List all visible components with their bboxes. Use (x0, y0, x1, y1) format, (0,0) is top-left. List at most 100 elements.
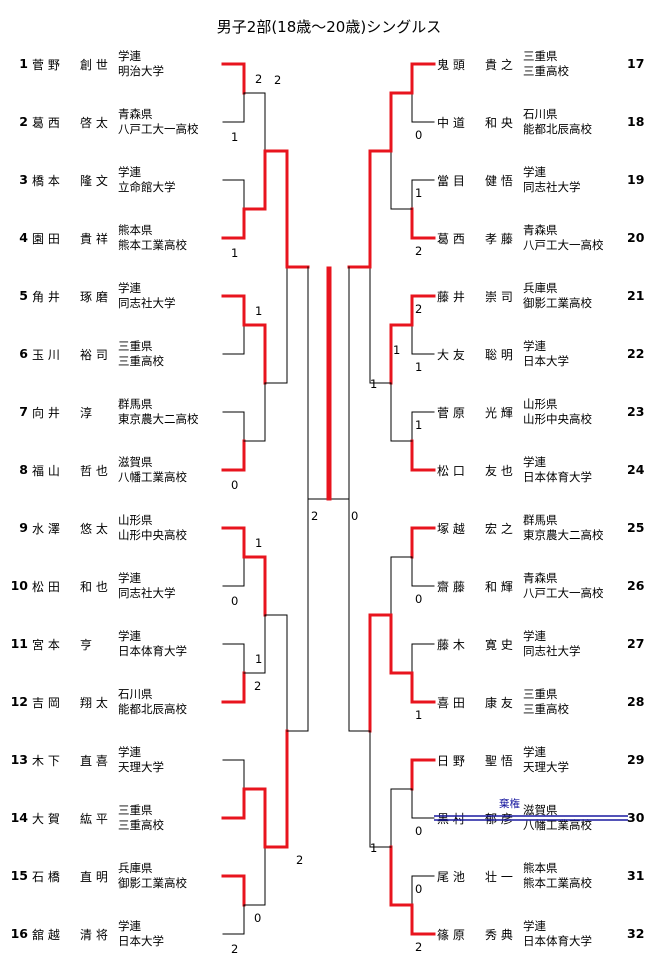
player-affiliation-region: 学連 (118, 745, 141, 759)
player-given-name: 琢 磨 (80, 290, 108, 304)
player-family-name: 大 友 (437, 348, 465, 362)
player-affiliation-region: 学連 (523, 165, 546, 179)
player-family-name: 日 野 (437, 754, 465, 768)
player-given-name: 寛 史 (485, 638, 513, 652)
seed-number: 18 (627, 114, 645, 129)
seed-number: 32 (627, 926, 645, 941)
player-affiliation-region: 学連 (118, 49, 141, 63)
seed-number: 25 (627, 520, 645, 535)
player-affiliation-school: 同志社大学 (118, 296, 176, 310)
seed-number: 8 (19, 462, 28, 477)
seed-number: 15 (10, 868, 28, 883)
match-score: 1 (370, 377, 378, 391)
player-family-name: 齋 藤 (437, 580, 465, 594)
player-family-name: 福 山 (32, 464, 60, 478)
player-given-name: 和 也 (80, 580, 108, 594)
player-family-name: 吉 岡 (32, 696, 60, 710)
player-family-name: 葛 西 (437, 232, 465, 246)
player-affiliation-region: 学連 (523, 745, 546, 759)
player-affiliation-region: 青森県 (523, 223, 558, 237)
player-affiliation-region: 熊本県 (523, 861, 558, 875)
player-affiliation-school: 日本大学 (523, 354, 569, 368)
seed-number: 19 (627, 172, 645, 187)
seed-number: 30 (627, 810, 645, 825)
player-affiliation-region: 学連 (523, 455, 546, 469)
seed-number: 31 (627, 868, 645, 883)
player-affiliation-school: 熊本工業高校 (523, 876, 592, 890)
seed-number: 24 (627, 462, 645, 477)
player-affiliation-region: 滋賀県 (523, 803, 558, 817)
player-affiliation-school: 三重高校 (523, 64, 569, 78)
player-affiliation-region: 石川県 (118, 687, 153, 701)
player-affiliation-school: 御影工業高校 (523, 296, 592, 310)
match-score: 2 (415, 302, 423, 316)
player-affiliation-region: 石川県 (523, 107, 558, 121)
player-given-name: 翔 太 (80, 696, 108, 710)
player-affiliation-region: 山形県 (118, 513, 153, 527)
player-family-name: 橋 本 (32, 174, 60, 188)
player-family-name: 水 澤 (32, 522, 60, 536)
player-given-name: 友 也 (485, 464, 513, 478)
match-score: 1 (231, 130, 239, 144)
seed-number: 5 (19, 288, 28, 303)
player-family-name: 菅 原 (437, 406, 465, 420)
player-affiliation-school: 山形中央高校 (523, 412, 592, 426)
player-affiliation-school: 八戸工大一高校 (118, 122, 199, 136)
player-family-name: 鬼 頭 (437, 58, 465, 72)
player-family-name: 向 井 (32, 406, 60, 420)
player-affiliation-school: 八幡工業高校 (523, 818, 592, 832)
player-given-name: 直 喜 (80, 754, 108, 768)
player-affiliation-region: 学連 (523, 629, 546, 643)
player-affiliation-school: 同志社大学 (523, 180, 581, 194)
player-given-name: 紘 平 (80, 812, 108, 826)
seed-number: 9 (19, 520, 28, 535)
player-affiliation-region: 青森県 (118, 107, 153, 121)
player-family-name: 角 井 (32, 290, 60, 304)
seed-number: 13 (10, 752, 28, 767)
seed-number: 23 (627, 404, 645, 419)
player-given-name: 淳 (80, 406, 93, 420)
player-affiliation-school: 三重高校 (118, 354, 164, 368)
match-score: 2 (274, 73, 282, 87)
player-given-name: 聡 明 (485, 348, 513, 362)
seed-number: 11 (10, 636, 28, 651)
player-affiliation-school: 立命館大学 (118, 180, 176, 194)
player-family-name: 篠 原 (437, 928, 465, 942)
player-affiliation-region: 兵庫県 (118, 861, 153, 875)
player-given-name: 亨 (80, 638, 93, 652)
player-affiliation-school: 日本体育大学 (118, 644, 187, 658)
player-family-name: 宮 本 (32, 638, 60, 652)
player-affiliation-school: 同志社大学 (118, 586, 176, 600)
player-affiliation-region: 三重県 (118, 339, 153, 353)
player-family-name: 木 下 (32, 754, 60, 768)
match-score: 2 (231, 942, 239, 956)
player-given-name: 健 悟 (485, 174, 513, 188)
seed-number: 17 (627, 56, 645, 71)
match-score: 1 (370, 841, 378, 855)
player-affiliation-region: 三重県 (523, 49, 558, 63)
player-family-name: 玉 川 (32, 348, 60, 362)
player-family-name: 塚 越 (437, 522, 465, 536)
match-score: 0 (231, 594, 239, 608)
seed-number: 3 (19, 172, 28, 187)
page-title: 男子2部(18歳〜20歳)シングルス (216, 18, 442, 36)
player-family-name: 松 口 (437, 464, 465, 478)
player-affiliation-school: 三重高校 (523, 702, 569, 716)
match-score: 1 (231, 246, 239, 260)
match-score: 1 (255, 652, 263, 666)
match-score: 1 (415, 708, 423, 722)
player-given-name: 貴 之 (485, 58, 513, 72)
match-score: 2 (255, 72, 263, 86)
player-affiliation-school: 御影工業高校 (118, 876, 187, 890)
player-affiliation-school: 八戸工大一高校 (523, 238, 604, 252)
player-family-name: 葛 西 (32, 116, 60, 130)
player-affiliation-region: 山形県 (523, 397, 558, 411)
player-given-name: 孝 藤 (485, 232, 513, 246)
match-score: 2 (311, 509, 319, 523)
seed-number: 6 (19, 346, 28, 361)
player-affiliation-region: 学連 (118, 919, 141, 933)
player-affiliation-region: 学連 (118, 165, 141, 179)
player-affiliation-school: 三重高校 (118, 818, 164, 832)
player-family-name: 藤 井 (437, 290, 465, 304)
